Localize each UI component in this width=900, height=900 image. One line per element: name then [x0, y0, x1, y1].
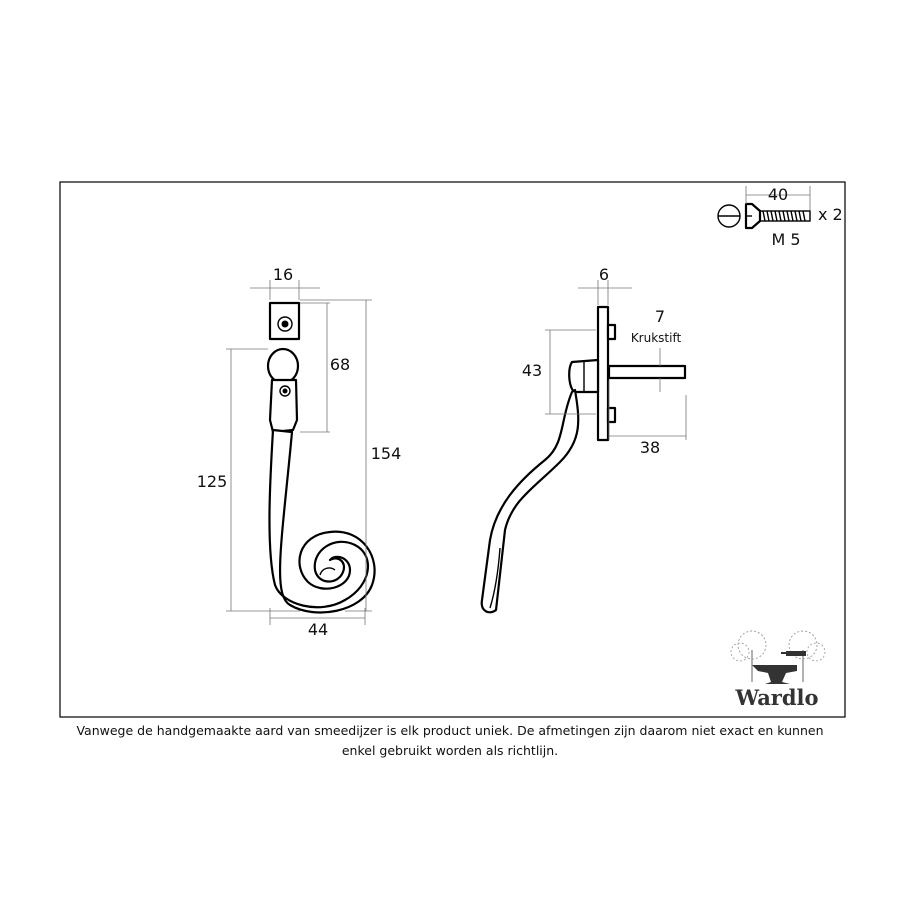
screw-length: 40 [768, 185, 788, 204]
dim-side-height: 43 [522, 361, 542, 380]
front-view-dimension-lines [226, 280, 372, 625]
dim-front-width-bottom: 44 [308, 620, 328, 639]
spindle-label: Krukstift [631, 331, 682, 345]
screw-illustration [717, 186, 811, 230]
dim-front-height-handle: 125 [197, 472, 228, 491]
drawing-frame [59, 181, 846, 718]
dim-side-plate-thickness: 6 [599, 265, 609, 284]
screw-thread: M 5 [771, 230, 800, 249]
brand-name: Wardlo [734, 685, 818, 710]
screw-quantity: x 2 [818, 205, 843, 224]
side-view-dimension-lines [545, 280, 687, 440]
dim-spindle-length: 38 [640, 438, 660, 457]
anvil-icon [752, 651, 806, 684]
disclaimer-caption: Vanwege de handgemaakte aard van smeedij… [76, 723, 824, 758]
dim-front-width-top: 16 [273, 265, 293, 284]
wardlo-logo: Wardlo [730, 630, 826, 710]
side-view-handle [480, 305, 687, 614]
dim-spindle-size: 7 [655, 307, 665, 326]
front-view-handle [266, 301, 376, 614]
dim-front-height-total: 154 [371, 444, 402, 463]
dim-front-offset: 68 [330, 355, 350, 374]
